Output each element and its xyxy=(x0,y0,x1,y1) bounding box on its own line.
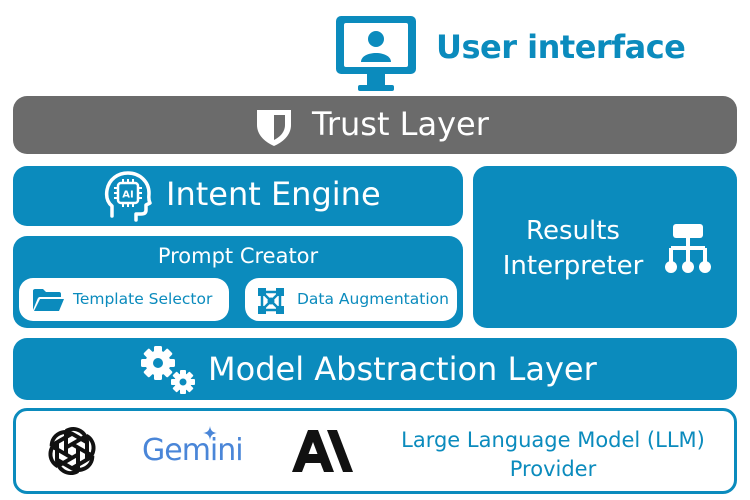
hierarchy-icon xyxy=(665,224,711,273)
template-selector: Template Selector xyxy=(19,278,229,321)
template-selector-label: Template Selector xyxy=(73,290,213,308)
model-abstraction-label: Model Abstraction Layer xyxy=(208,350,597,388)
shield-icon xyxy=(257,110,291,146)
gears-icon xyxy=(141,346,195,394)
model-abstraction-layer xyxy=(13,338,737,400)
anthropic-logo xyxy=(292,430,353,472)
data-augmentation-label: Data Augmentation xyxy=(297,290,449,308)
intent-engine xyxy=(13,166,463,226)
results-interpreter-label: Results Interpreter xyxy=(502,216,644,281)
trust-layer xyxy=(13,96,737,154)
network-icon xyxy=(258,288,284,314)
openai-logo xyxy=(48,426,96,476)
llm-provider-label: Large Language Model (LLM) Provider xyxy=(401,428,705,481)
gemini-logo: Gemini xyxy=(142,433,244,468)
prompt-creator-label: Prompt Creator xyxy=(157,244,319,268)
page-title: User interface xyxy=(436,28,686,66)
llm-provider xyxy=(13,408,737,494)
ai-icon-text: AI xyxy=(122,190,133,201)
trust-layer-label: Trust Layer xyxy=(312,105,489,143)
folder-icon xyxy=(33,289,64,311)
monitor-user-icon xyxy=(336,16,416,91)
ai-head-icon: AI xyxy=(104,171,152,222)
gemini-sparkle-icon xyxy=(203,426,217,440)
data-augmentation: Data Augmentation xyxy=(245,278,457,321)
intent-engine-label: Intent Engine xyxy=(166,175,381,213)
